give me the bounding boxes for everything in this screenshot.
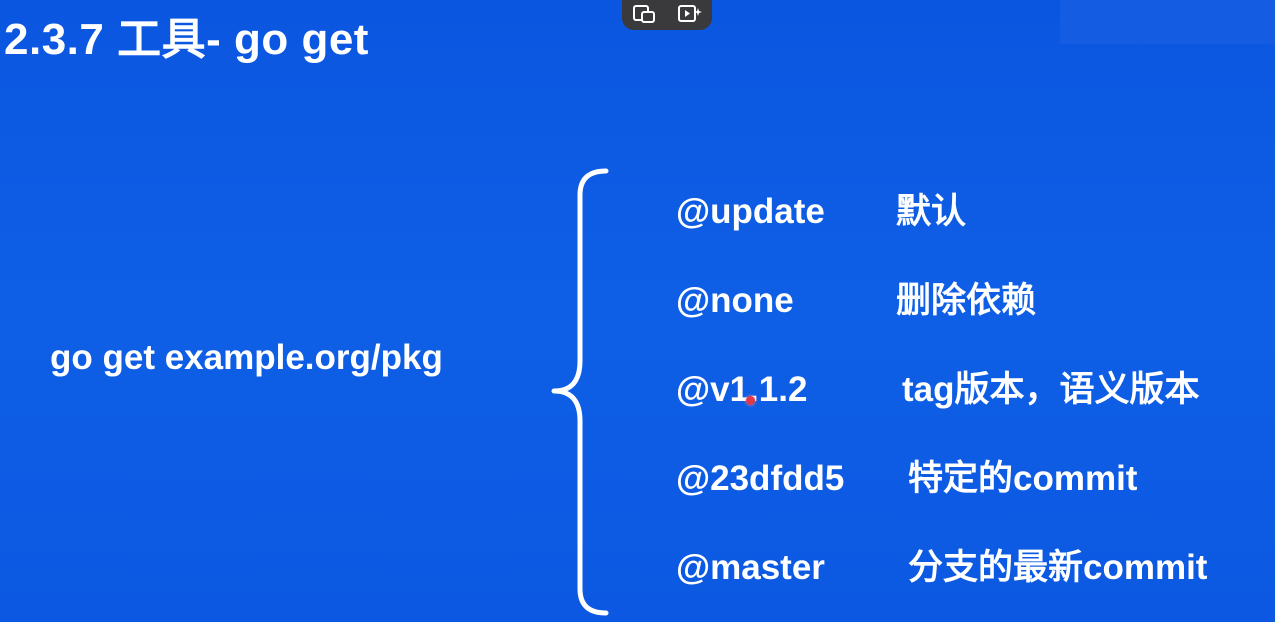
option-key: @master [676,548,825,587]
option-desc: tag版本，语义版本 [902,370,1200,409]
option-desc: 删除依赖 [896,281,1037,320]
option-key: @update [676,192,825,231]
video-sparkle-icon[interactable] [677,4,703,24]
command-text: go get example.org/pkg [50,338,443,377]
video-toolbar [622,0,712,30]
resize-window-icon[interactable] [632,4,658,24]
option-desc: 特定的commit [908,459,1138,498]
curly-brace-icon [551,168,609,616]
slide-title: 2.3.7 工具- go get [4,15,369,64]
option-desc: 分支的最新commit [908,548,1208,587]
option-key: @v1.1.2 [676,370,808,409]
option-desc: 默认 [896,192,967,231]
option-key: @23dfdd5 [676,459,845,498]
option-key: @none [676,281,794,320]
top-right-overlay [1060,0,1275,44]
laser-pointer-dot [746,396,755,405]
